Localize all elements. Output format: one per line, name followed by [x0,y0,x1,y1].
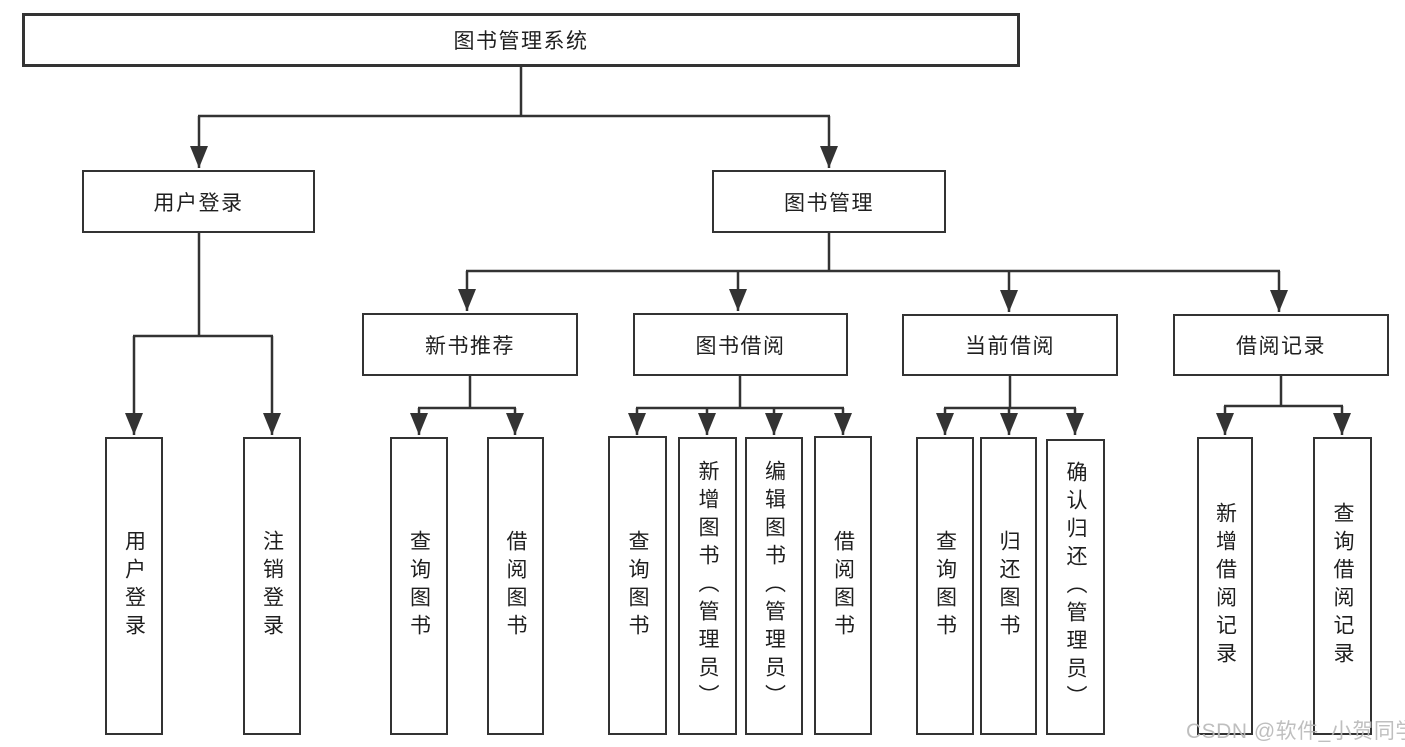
node-leaf-logout: 注销登录 [243,437,301,735]
node-leaf-borrow-books-label: 借阅图书 [831,529,855,642]
node-leaf-user-login-label: 用户登录 [122,530,146,642]
node-leaf-edit-books-admin-label: 编辑图书（管理员） [762,460,786,712]
connector-bookmgmt-to-level3 [458,233,1288,312]
node-library-system-label: 图书管理系统 [453,30,589,53]
node-book-borrowing-label: 图书借阅 [695,334,786,358]
csdn-watermark: CSDN @软件_小贺同学 [1186,720,1405,743]
node-leaf-confirm-return-admin-label: 确认归还（管理员） [1064,461,1087,713]
node-leaf-user-login: 用户登录 [105,437,163,735]
node-leaf-newrec-borrow-books: 借阅图书 [487,437,544,735]
node-borrowing-records-label: 借阅记录 [1236,335,1326,358]
connector-userlogin-children [125,233,281,435]
node-user-login-label: 用户登录 [153,191,244,215]
node-leaf-current-query-books: 查询图书 [916,437,974,735]
node-leaf-borrow-query-books-label: 查询图书 [626,529,649,642]
node-new-book-recommend: 新书推荐 [362,313,578,376]
node-leaf-add-borrow-record-label: 新增借阅记录 [1213,502,1237,670]
connector-borrow-children [628,376,852,435]
node-leaf-current-query-books-label: 查询图书 [933,530,957,642]
node-leaf-query-borrow-record-label: 查询借阅记录 [1331,502,1354,670]
node-library-system: 图书管理系统 [22,13,1020,67]
node-book-management-label: 图书管理 [784,191,874,215]
node-leaf-edit-books-admin: 编辑图书（管理员） [745,437,803,735]
node-leaf-return-books-label: 归还图书 [997,530,1020,642]
node-leaf-logout-label: 注销登录 [260,530,284,642]
node-leaf-return-books: 归还图书 [980,437,1037,735]
node-leaf-borrow-query-books: 查询图书 [608,436,667,735]
node-user-login: 用户登录 [82,170,315,233]
node-leaf-add-books-admin: 新增图书（管理员） [678,437,737,735]
node-leaf-newrec-query-books-label: 查询图书 [407,530,431,642]
node-leaf-query-borrow-record: 查询借阅记录 [1313,437,1372,735]
node-borrowing-records: 借阅记录 [1173,314,1389,376]
node-current-borrowing: 当前借阅 [902,314,1118,376]
node-leaf-newrec-borrow-books-label: 借阅图书 [504,530,527,642]
node-leaf-newrec-query-books: 查询图书 [390,437,448,735]
connector-newrec-children [410,376,524,435]
connector-current-children [936,376,1084,435]
node-new-book-recommend-label: 新书推荐 [425,334,515,358]
node-current-borrowing-label: 当前借阅 [965,335,1055,358]
connector-root-to-level2 [190,67,838,168]
node-leaf-confirm-return-admin: 确认归还（管理员） [1046,439,1105,735]
node-leaf-add-books-admin-label: 新增图书（管理员） [696,460,719,712]
node-book-management: 图书管理 [712,170,946,233]
node-leaf-add-borrow-record: 新增借阅记录 [1197,437,1253,735]
node-book-borrowing: 图书借阅 [633,313,848,376]
connector-records-children [1216,376,1351,435]
node-leaf-borrow-books: 借阅图书 [814,436,872,735]
